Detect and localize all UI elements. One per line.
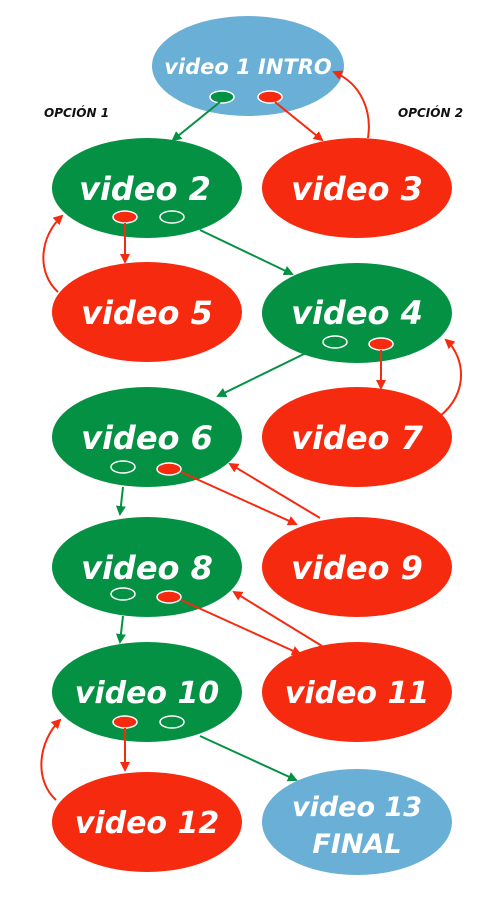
node-video-4[interactable]: video 4 — [262, 263, 452, 363]
node-video-13-label-line2: FINAL — [312, 829, 401, 860]
arrow-v6-to-v8 — [115, 486, 126, 516]
arrow-v1-to-v2 — [171, 101, 221, 142]
node-video-2[interactable]: video 2 — [52, 138, 242, 238]
v8-choice-dot-empty[interactable] — [110, 587, 136, 601]
option-1-label: OPCIÓN 1 — [44, 105, 109, 120]
node-video-3-label: video 3 — [291, 170, 423, 208]
v4-choice-dot-red[interactable] — [368, 337, 394, 351]
node-video-10-label: video 10 — [75, 676, 219, 711]
v8-choice-dot-red[interactable] — [156, 590, 182, 604]
node-video-3[interactable]: video 3 — [262, 138, 452, 238]
arrow-v6-to-v9 — [180, 471, 298, 526]
node-video-8-label: video 8 — [81, 549, 213, 587]
arrow-v5-to-v2 — [42, 214, 64, 293]
v1-choice-dot-green[interactable] — [209, 90, 235, 104]
v10-choice-dot-empty[interactable] — [159, 715, 185, 729]
arrow-v8-to-v11 — [180, 599, 302, 656]
node-video-6[interactable]: video 6 — [52, 387, 242, 487]
node-video-11-label: video 11 — [285, 676, 429, 711]
v4-choice-dot-empty[interactable] — [322, 335, 348, 349]
v2-choice-dot-empty[interactable] — [159, 210, 185, 224]
node-video-9-label: video 9 — [291, 549, 423, 587]
node-video-12-label: video 12 — [75, 806, 219, 841]
arrow-v10-to-v13 — [199, 735, 298, 782]
node-video-7[interactable]: video 7 — [262, 387, 452, 487]
arrow-v4-to-v6 — [216, 353, 305, 397]
node-video-1[interactable]: video 1 INTRO — [152, 16, 344, 116]
v1-choice-dot-red[interactable] — [257, 90, 283, 104]
node-video-11[interactable]: video 11 — [262, 642, 452, 742]
arrow-v11-to-v8 — [232, 590, 323, 647]
arrow-v2-to-v4 — [199, 229, 294, 276]
node-video-10[interactable]: video 10 — [52, 642, 242, 742]
v2-choice-dot-red[interactable] — [112, 210, 138, 224]
arrow-v12-to-v10 — [40, 718, 62, 801]
node-video-5-label: video 5 — [81, 294, 213, 332]
node-video-7-label: video 7 — [291, 419, 424, 457]
arrow-v8-to-v10 — [115, 615, 126, 644]
node-video-12[interactable]: video 12 — [52, 772, 242, 872]
arrow-v3-to-v1 — [332, 70, 370, 139]
arrow-v7-to-v4 — [439, 338, 462, 417]
arrow-v1-to-v3 — [274, 101, 324, 142]
node-video-13[interactable]: video 13 FINAL — [262, 769, 452, 875]
node-video-1-label: video 1 INTRO — [164, 55, 332, 79]
node-video-4-label: video 4 — [291, 294, 423, 332]
option-2-label: OPCIÓN 2 — [398, 105, 463, 120]
v6-choice-dot-empty[interactable] — [110, 460, 136, 474]
v10-choice-dot-red[interactable] — [112, 715, 138, 729]
node-video-5[interactable]: video 5 — [52, 262, 242, 362]
node-video-6-label: video 6 — [81, 419, 213, 457]
v6-choice-dot-red[interactable] — [156, 462, 182, 476]
node-video-8[interactable]: video 8 — [52, 517, 242, 617]
node-video-9[interactable]: video 9 — [262, 517, 452, 617]
node-video-13-label-line1: video 13 — [292, 792, 422, 823]
node-video-2-label: video 2 — [79, 170, 211, 208]
arrow-v9-to-v6 — [228, 462, 321, 519]
